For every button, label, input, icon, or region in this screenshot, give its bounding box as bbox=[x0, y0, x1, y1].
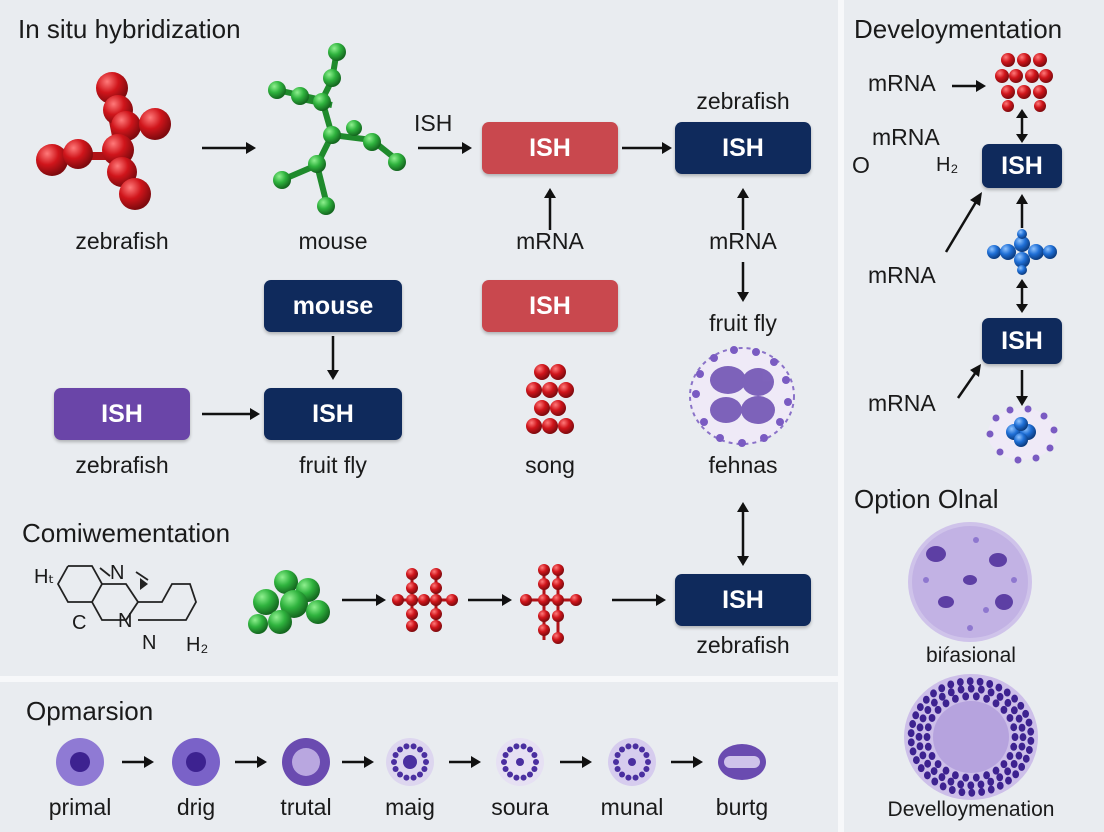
arrow-diagonal-icon bbox=[956, 364, 981, 399]
ish-box-purple: ISH bbox=[54, 388, 190, 440]
chem-h-label: Hₜ bbox=[34, 566, 55, 588]
bottom-title: Opmarsion bbox=[26, 696, 154, 726]
arrow-right-icon bbox=[202, 142, 256, 154]
mouse-box: mouse bbox=[264, 280, 402, 332]
arrow-down-icon bbox=[1016, 370, 1028, 406]
section-title: Comiwementation bbox=[22, 518, 231, 548]
main-panel bbox=[0, 0, 838, 676]
fruit-fly-label: fruit fly bbox=[709, 310, 777, 336]
vertical-divider bbox=[838, 0, 844, 832]
red-lattice-icon bbox=[392, 568, 458, 632]
arrow-right-icon bbox=[202, 408, 260, 420]
song-label: song bbox=[525, 452, 575, 478]
cell-stage-icon bbox=[496, 738, 544, 786]
cell-icon bbox=[904, 674, 1038, 800]
arrow-right-icon bbox=[235, 756, 267, 768]
ish-box-navy: ISH bbox=[675, 122, 811, 174]
arrow-right-icon bbox=[560, 756, 592, 768]
ish-box-red-2: ISH bbox=[482, 280, 618, 332]
cell-icon bbox=[986, 405, 1058, 464]
red-lattice-icon bbox=[520, 564, 582, 644]
double-arrow-icon bbox=[1016, 109, 1028, 143]
arrow-right-icon bbox=[122, 756, 154, 768]
cell-stage-icon bbox=[718, 744, 766, 780]
mrna-label: mRNA bbox=[868, 70, 936, 96]
cell-stage-label: soura bbox=[491, 794, 549, 820]
arrow-right-icon bbox=[622, 142, 672, 154]
ish-box-navy-3: ISH bbox=[675, 574, 811, 626]
cell-icon bbox=[908, 522, 1032, 642]
cell-stage-label: trutal bbox=[280, 794, 332, 820]
right-title: Develoymentation bbox=[854, 14, 1063, 44]
arrow-right-icon bbox=[342, 594, 386, 606]
arrow-right-icon bbox=[671, 756, 703, 768]
cell-stage-icon bbox=[386, 738, 434, 786]
cell-stage-label: primal bbox=[48, 794, 112, 820]
ish-text: ISH bbox=[414, 110, 453, 136]
mrna-label: mRNA bbox=[868, 262, 936, 288]
fruit-fly-label: fruit fly bbox=[299, 452, 367, 478]
blue-molecule-icon bbox=[987, 229, 1057, 275]
arrow-right-icon bbox=[342, 756, 374, 768]
cell-stage-icon bbox=[608, 738, 656, 786]
mouse-molecule-icon bbox=[268, 43, 406, 215]
option-title: Option Olnal bbox=[854, 484, 999, 514]
arrow-right-icon bbox=[468, 594, 512, 606]
birasional-label: biŕasional bbox=[926, 644, 1016, 667]
ish-box-red: ISH bbox=[482, 122, 618, 174]
arrow-right-icon bbox=[449, 756, 481, 768]
cell-icon bbox=[689, 346, 795, 447]
cell-stage-icon bbox=[56, 738, 104, 786]
cell-stage-label: drig bbox=[176, 794, 216, 820]
cell-stage-label: burtg bbox=[715, 794, 769, 820]
chem-n-label: N bbox=[142, 632, 157, 654]
green-molecule-icon bbox=[248, 570, 330, 634]
chem-c-label: C bbox=[72, 612, 87, 634]
mrna-label: mRNA bbox=[868, 390, 936, 416]
zebrafish-label: zebrafish bbox=[75, 452, 169, 478]
main-title: In situ hybridization bbox=[18, 14, 241, 44]
horizontal-divider bbox=[0, 676, 838, 682]
zebrafish-top-label: zebrafish bbox=[696, 88, 790, 114]
chem-n-label: N bbox=[110, 562, 125, 584]
arrow-up-icon bbox=[1016, 194, 1028, 228]
arrow-right-icon bbox=[418, 142, 472, 154]
cell-stage-label: munal bbox=[600, 794, 664, 820]
cell-stage-label: maig bbox=[385, 794, 435, 820]
double-arrow-icon bbox=[1016, 279, 1028, 313]
chem-n-label: N bbox=[118, 610, 133, 632]
arrow-right-icon bbox=[952, 80, 986, 92]
red-molecule-icon bbox=[995, 53, 1053, 112]
cell-stage-icon bbox=[282, 738, 330, 786]
mrna-label: mRNA bbox=[709, 228, 777, 254]
o-label: O bbox=[852, 152, 870, 178]
ish-box-right-2: ISH bbox=[982, 318, 1062, 364]
ish-box-navy-2: ISH bbox=[264, 388, 402, 440]
arrow-diagonal-icon bbox=[944, 192, 982, 253]
chem-h2-label: H₂ bbox=[186, 634, 209, 656]
h2-label: H₂ bbox=[936, 154, 959, 176]
zebrafish-molecule-icon bbox=[36, 72, 171, 210]
song-molecule-icon bbox=[526, 364, 574, 434]
cell-stage-icon bbox=[172, 738, 220, 786]
zebrafish-label: zebrafish bbox=[75, 228, 169, 254]
arrow-down-icon bbox=[327, 336, 339, 380]
chemical-structure-icon bbox=[56, 565, 197, 621]
mrna-label: mRNA bbox=[516, 228, 584, 254]
mrna-label: mRNA bbox=[872, 124, 940, 150]
double-arrow-icon bbox=[737, 502, 749, 566]
arrow-right-icon bbox=[612, 594, 666, 606]
mouse-label: mouse bbox=[298, 228, 368, 254]
arrow-down-icon bbox=[737, 262, 749, 302]
bottom-label: Develloymenation bbox=[887, 798, 1055, 821]
zebrafish-label: zebrafish bbox=[696, 632, 790, 658]
ish-box-right-1: ISH bbox=[982, 144, 1062, 188]
arrow-up-icon bbox=[544, 188, 556, 230]
fehnas-label: fehnas bbox=[708, 452, 778, 478]
arrow-up-icon bbox=[737, 188, 749, 230]
